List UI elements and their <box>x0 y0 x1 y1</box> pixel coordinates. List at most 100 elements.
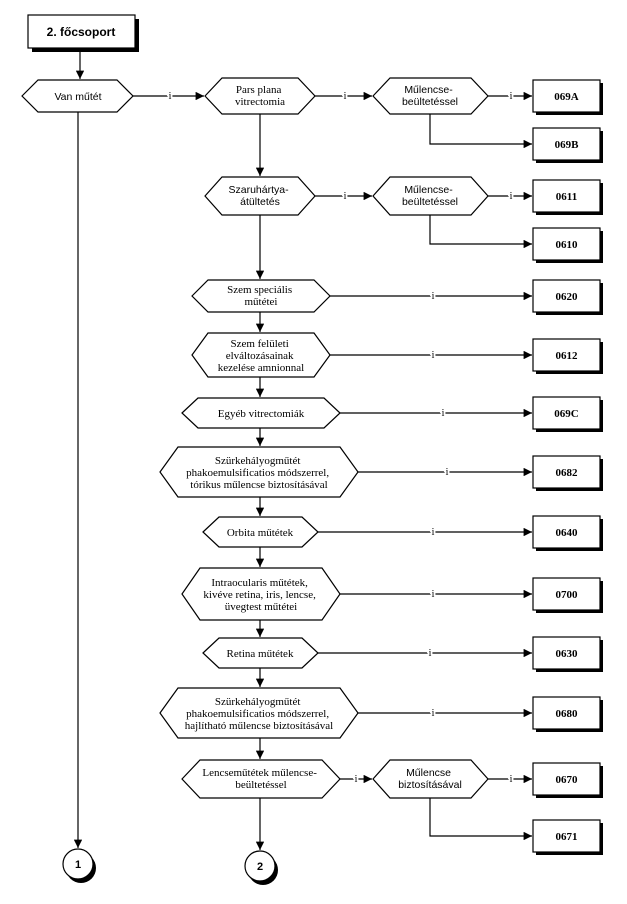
node-pars-plana-line: vitrectomia <box>235 96 285 108</box>
node-mulencse-beultetessel-1-line: Műlencse- <box>404 84 453 96</box>
node-pars-plana-label: Pars plana vitrectomia <box>235 84 285 108</box>
code-label: 0620 <box>556 291 579 303</box>
node-mulencse-beultetessel-2-label: Műlencse- beültetéssel <box>402 184 458 208</box>
node-van-mutet-line: Van műtét <box>54 91 101 103</box>
code-label: 069C <box>554 408 579 420</box>
code-box-0640: 0640 <box>532 515 603 551</box>
header-title: 2. főcsoport <box>47 25 116 39</box>
node-szurkehalyog-hajlithato-line: hajlítható műlencse biztosításával <box>185 720 333 732</box>
node-retina-label: Retina műtétek <box>227 648 294 660</box>
code-box-0611: 0611 <box>532 179 603 215</box>
header-box: 2. főcsoport <box>27 14 139 52</box>
edge-mulencse-2-to-0610 <box>429 215 532 249</box>
code-box-069c: 069C <box>532 396 603 432</box>
node-szem-specialis-line: Szem speciális <box>227 284 292 296</box>
node-szurkehalyog-hajlithato: Szürkehályogműtét phakoemulsificatios mó… <box>159 687 359 739</box>
code-box-0682: 0682 <box>532 455 603 491</box>
node-mulencse-beultetessel-2: Műlencse- beültetéssel <box>372 176 489 216</box>
node-szurkehalyog-torikus-label: Szürkehályogműtét phakoemulsificatios mó… <box>186 455 332 491</box>
node-intraocularis-line: üvegtest műtétei <box>225 601 297 613</box>
node-intraocularis: Intraocularis műtétek, kivéve retina, ir… <box>181 567 341 621</box>
code-label: 0612 <box>556 350 579 362</box>
code-box-frame <box>532 396 601 430</box>
node-szem-feluleti: Szem felületi elváltozásainak kezelése a… <box>191 332 331 378</box>
node-szurkehalyog-hajlithato-label: Szürkehályogműtét phakoemulsificatios mó… <box>185 696 333 732</box>
node-pars-plana-line: Pars plana <box>236 84 282 96</box>
edge-labels: i i i i i i i i i i i i i i i <box>167 89 515 787</box>
node-szurkehalyog-torikus-line: phakoemulsificatios módszerrel, <box>186 467 329 479</box>
node-szem-feluleti-label: Szem felületi elváltozásainak kezelése a… <box>218 338 304 374</box>
code-label: 0671 <box>556 831 578 843</box>
edge-label: i <box>344 91 347 102</box>
code-box-069a: 069A <box>532 79 603 115</box>
node-mulencse-beultetessel-1-label: Műlencse- beültetéssel <box>402 84 458 108</box>
node-szurkehalyog-hajlithato-line: Szürkehályogműtét <box>215 696 301 708</box>
node-mulencse-beultetessel-2-line: Műlencse- <box>404 184 453 196</box>
node-szem-feluleti-line: elváltozásainak <box>226 350 294 362</box>
edge-label: i <box>429 648 432 659</box>
node-szem-feluleti-line: kezelése amnionnal <box>218 362 304 374</box>
node-mulencse-biztositasaval: Műlencse biztosításával <box>372 759 489 799</box>
code-box-0610: 0610 <box>532 227 603 263</box>
node-szurkehalyog-torikus-line: tórikus műlencse biztosításával <box>190 479 327 491</box>
node-mulencse-biztositasaval-label: Műlencse biztosításával <box>398 767 462 791</box>
code-box-0680: 0680 <box>532 696 603 732</box>
node-intraocularis-line: kivéve retina, iris, lencse, <box>203 589 316 601</box>
node-egyeb-vitrectomiak-line: Egyéb vitrectomiák <box>218 408 305 420</box>
edge-label: i <box>432 291 435 302</box>
node-szurkehalyog-torikus: Szürkehályogműtét phakoemulsificatios mó… <box>159 446 359 498</box>
node-intraocularis-label: Intraocularis műtétek, kivéve retina, ir… <box>203 577 318 613</box>
code-box-frame <box>532 577 601 611</box>
code-box-frame <box>532 338 601 372</box>
node-van-mutet: Van műtét <box>21 79 134 113</box>
node-szem-specialis-line: műtétei <box>245 296 278 308</box>
connector-1-label: 1 <box>75 859 81 871</box>
edge-mulencse-biztositasaval-to-0671 <box>429 798 532 841</box>
node-mulencse-biztositasaval-line: biztosításával <box>398 779 462 791</box>
code-box-frame <box>532 279 601 313</box>
code-label: 0611 <box>556 191 577 203</box>
node-mulencse-beultetessel-2-line: beültetéssel <box>402 196 458 208</box>
code-box-0671: 0671 <box>532 819 603 855</box>
node-lencsemutetek-label: Lencseműtétek műlencse- beültetéssel <box>202 767 319 791</box>
code-label: 069B <box>555 139 580 151</box>
edge-label: i <box>432 527 435 538</box>
edge-label: i <box>344 191 347 202</box>
connector-1-circle <box>62 848 94 880</box>
edge-label: i <box>432 708 435 719</box>
node-orbita-line: Orbita műtétek <box>227 527 294 539</box>
edge-label: i <box>510 91 513 102</box>
code-box-0612: 0612 <box>532 338 603 374</box>
edge-label: i <box>432 350 435 361</box>
code-box-frame <box>532 819 601 853</box>
node-orbita: Orbita műtétek <box>202 516 319 548</box>
node-mulencse-beultetessel-1-line: beültetéssel <box>402 96 458 108</box>
code-box-0670: 0670 <box>532 762 603 798</box>
edge-label: i <box>446 467 449 478</box>
code-label: 0610 <box>556 239 579 251</box>
node-szurkehalyog-hajlithato-line: phakoemulsificatios módszerrel, <box>186 708 329 720</box>
connector-2-circle <box>244 850 276 882</box>
code-box-frame <box>532 515 601 549</box>
connector-1: 1 <box>62 848 96 883</box>
edge-mulencse-1-to-069b <box>429 114 532 149</box>
connector-2-label: 2 <box>257 861 263 873</box>
edge-label: i <box>169 91 172 102</box>
node-van-mutet-label: Van műtét <box>54 91 101 103</box>
code-box-frame <box>532 227 601 261</box>
node-orbita-label: Orbita műtétek <box>227 527 294 539</box>
node-mulencse-beultetessel-1: Műlencse- beültetéssel <box>372 77 489 115</box>
code-box-frame <box>532 179 601 213</box>
edges <box>73 48 532 850</box>
code-box-frame <box>532 762 601 796</box>
node-lencsemutetek: Lencseműtétek műlencse- beültetéssel <box>181 759 341 799</box>
node-szaruhartya-line: Szaruhártya- <box>228 184 289 196</box>
node-mulencse-biztositasaval-line: Műlencse <box>406 767 451 779</box>
edge-label: i <box>355 774 358 785</box>
code-box-frame <box>532 127 601 161</box>
node-szem-specialis: Szem speciális műtétei <box>191 279 331 313</box>
node-szurkehalyog-torikus-line: Szürkehályogműtét <box>215 455 301 467</box>
header-box-frame <box>27 14 136 49</box>
edge-label: i <box>432 589 435 600</box>
